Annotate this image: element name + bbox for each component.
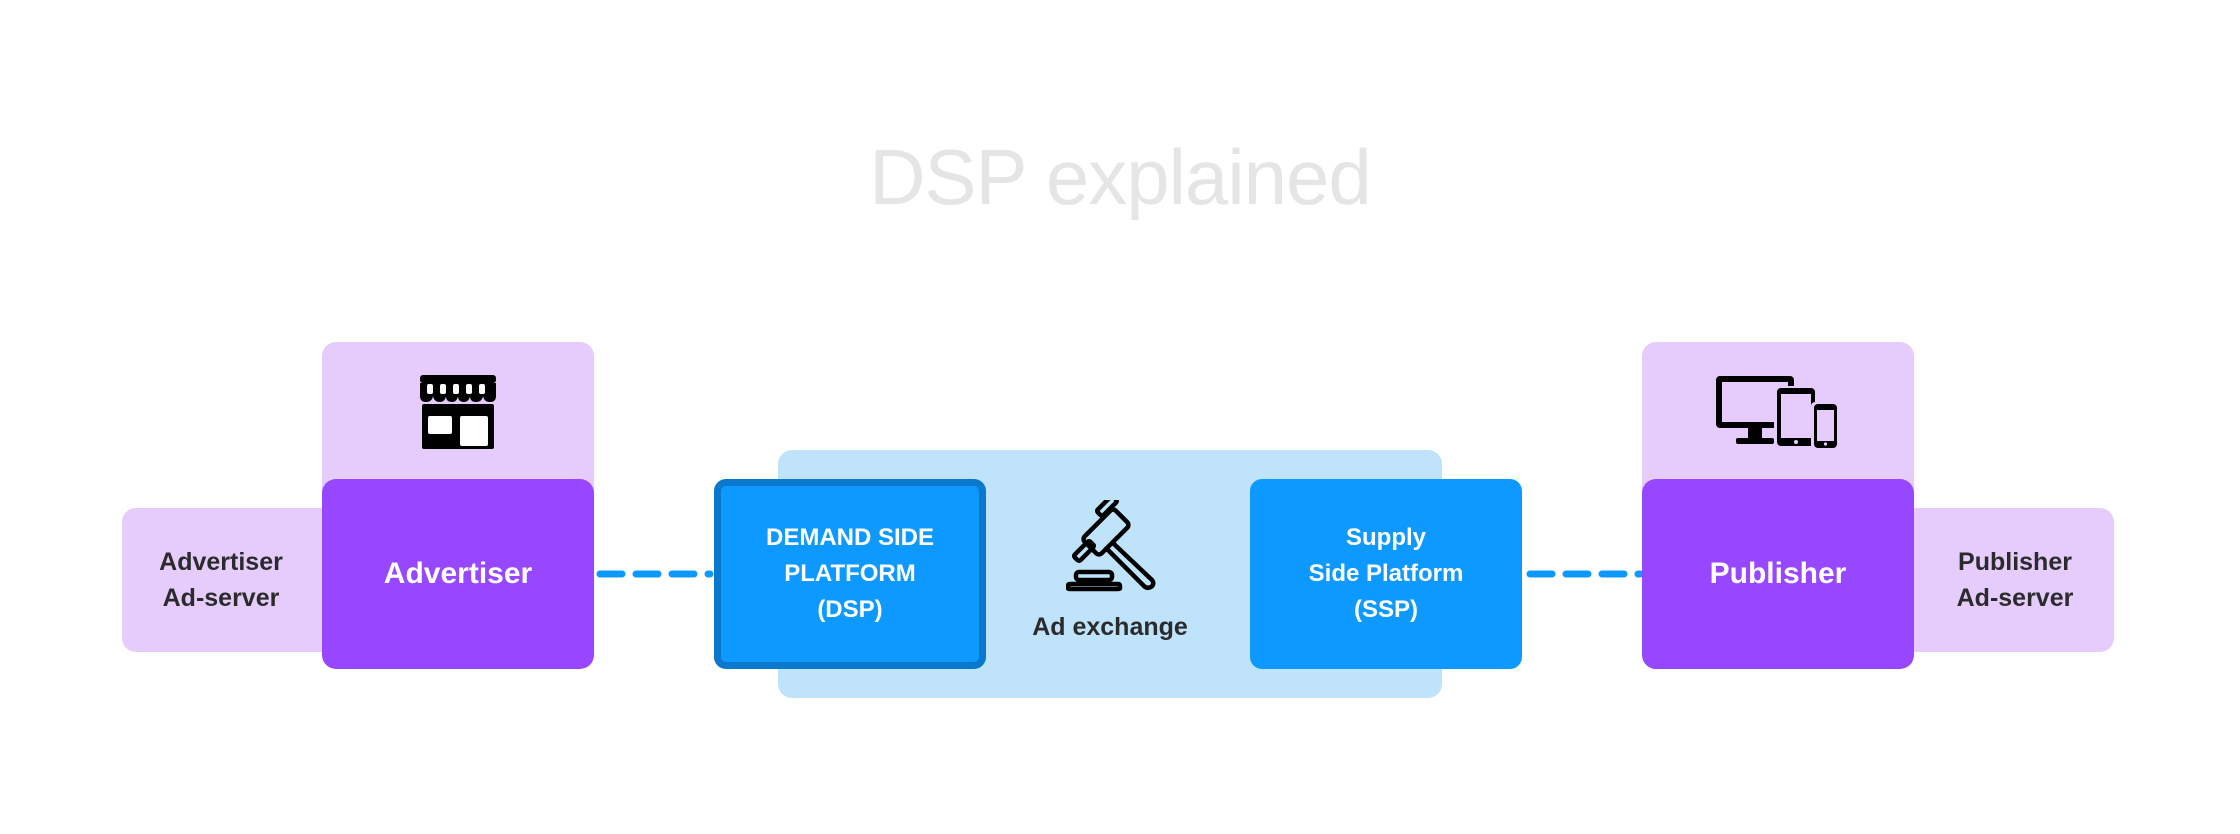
gavel-icon bbox=[1065, 493, 1160, 592]
publisher-ad-server-box: Publisher Ad-server bbox=[1894, 508, 2114, 652]
devices-icon bbox=[1714, 374, 1840, 450]
ssp-publisher-connector bbox=[1526, 570, 1644, 578]
dsp-label: DEMAND SIDE PLATFORM (DSP) bbox=[765, 524, 934, 623]
advertiser-label: Advertiser bbox=[383, 557, 533, 590]
advertiser-ad-server-label: Advertiser Ad-server bbox=[159, 548, 283, 612]
ad-exchange-label: Ad exchange bbox=[1032, 613, 1188, 641]
ssp-box: Supply Side Platform (SSP) bbox=[1250, 479, 1522, 669]
advertiser-box: Advertiser bbox=[322, 479, 594, 669]
publisher-box: Publisher bbox=[1642, 479, 1914, 669]
ssp-label: Supply Side Platform (SSP) bbox=[1308, 524, 1464, 623]
advertiser-dsp-connector bbox=[596, 570, 714, 578]
publisher-label: Publisher bbox=[1709, 557, 1847, 590]
storefront-icon bbox=[418, 372, 498, 452]
diagram-title: DSP explained bbox=[869, 133, 1372, 221]
publisher-ad-server-label: Publisher Ad-server bbox=[1956, 548, 2074, 612]
advertiser-ad-server-box: Advertiser Ad-server bbox=[122, 508, 342, 652]
dsp-box: DEMAND SIDE PLATFORM (DSP) bbox=[714, 479, 986, 669]
